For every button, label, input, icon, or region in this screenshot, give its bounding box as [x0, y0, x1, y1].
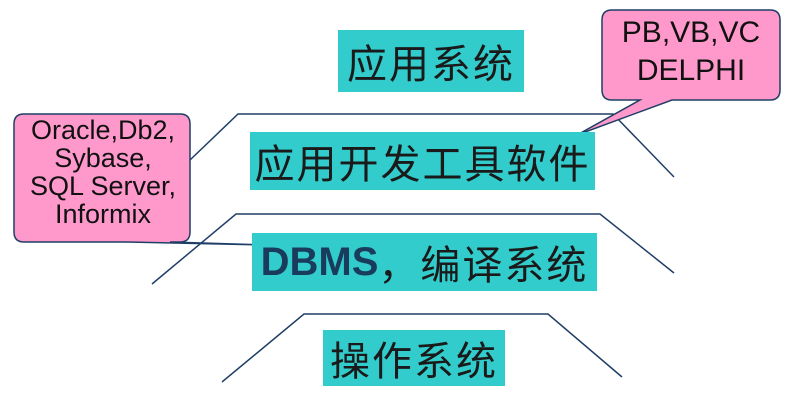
layer-outline-middle — [151, 213, 675, 285]
layer-application-label: 应用系统 — [347, 42, 515, 88]
layer-dbms-compiler: DBMS，编译系统 — [252, 233, 597, 291]
callout-dev-tools: PB,VB,VC DELPHI — [603, 14, 779, 90]
layer-outline-top — [189, 113, 675, 178]
callout-databases-shape — [13, 113, 267, 246]
layer-dbms-label: DBMS — [260, 239, 379, 284]
layer-compiler-label: ，编译系统 — [378, 243, 589, 289]
callout-dev-tools-shape — [576, 9, 781, 136]
callout-databases: Oracle,Db2, Sybase, SQL Server, Informix — [14, 116, 192, 228]
callout-databases-line: Oracle,Db2, — [30, 115, 176, 145]
layer-dev-tools-label: 应用开发工具软件 — [254, 142, 591, 188]
callout-dev-tools-line: PB,VB,VC — [621, 16, 761, 49]
layer-outline-bottom — [221, 313, 623, 383]
layer-operating-system: 操作系统 — [323, 330, 505, 386]
layer-os-label: 操作系统 — [330, 339, 498, 385]
callout-databases-line: Informix — [54, 199, 152, 229]
callout-dev-tools-line: DELPHI — [636, 54, 746, 87]
layer-application-system: 应用系统 — [338, 30, 524, 92]
layer-dev-tools: 应用开发工具软件 — [250, 132, 595, 190]
callout-databases-line: Sybase, — [54, 143, 152, 173]
callout-databases-line: SQL Server, — [29, 171, 177, 201]
